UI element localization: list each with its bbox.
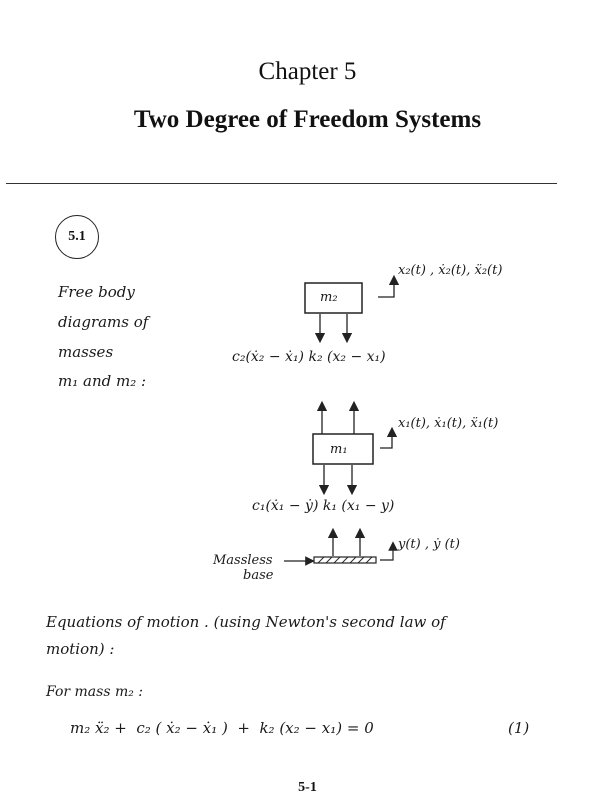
equation-1-number: (1) [508, 719, 530, 737]
m2-displacement-arrow [378, 274, 400, 298]
mass-m1-label: m₁ [330, 442, 348, 457]
mass-m2-heading: For mass m₂ : [46, 684, 144, 700]
base-label-line-2: base [243, 568, 274, 583]
mass-m1-box [312, 433, 374, 465]
fbd-caption-line-1: Free body [58, 283, 135, 301]
mass-m2-label: m₂ [320, 290, 338, 305]
header-divider [6, 183, 557, 184]
chapter-title: Chapter 5 [258, 58, 357, 85]
fbd-caption-line-2: diagrams of [58, 313, 149, 331]
mass-m2-box [304, 282, 363, 314]
page-number: 5-1 [298, 780, 317, 795]
mass-m1-motion: x₁(t), ẋ₁(t), ẍ₁(t) [398, 416, 499, 431]
base-motion: y(t) , ẏ (t) [398, 537, 460, 552]
equation-1: m₂ ẍ₂ + c₂ ( ẋ₂ − ẋ₁ ) + k₂ (x₂ − x₁) = … [70, 719, 374, 737]
base-label-line-1: Massless [213, 553, 273, 568]
problem-number-badge: 5.1 [55, 215, 99, 259]
chapter-subtitle: Two Degree of Freedom Systems [133, 106, 482, 133]
m1-displacement-arrow [380, 426, 398, 449]
problem-number: 5.1 [68, 229, 86, 244]
fbd-caption-line-3: masses [58, 343, 114, 361]
fbd-caption-line-4: m₁ and m₂ : [58, 372, 147, 390]
mass-m1-forces: c₁(ẋ₁ − ẏ) k₁ (x₁ − y) [252, 498, 395, 514]
base-displacement-arrow [380, 541, 398, 561]
equations-intro-line-2: motion) : [46, 640, 115, 658]
mass-m2-forces: c₂(ẋ₂ − ẋ₁) k₂ (x₂ − x₁) [232, 349, 386, 365]
equations-intro-line-1: Equations of motion . (using Newton's se… [46, 613, 446, 631]
mass-m2-motion: x₂(t) , ẋ₂(t), ẍ₂(t) [398, 263, 503, 278]
massless-base [313, 556, 377, 564]
